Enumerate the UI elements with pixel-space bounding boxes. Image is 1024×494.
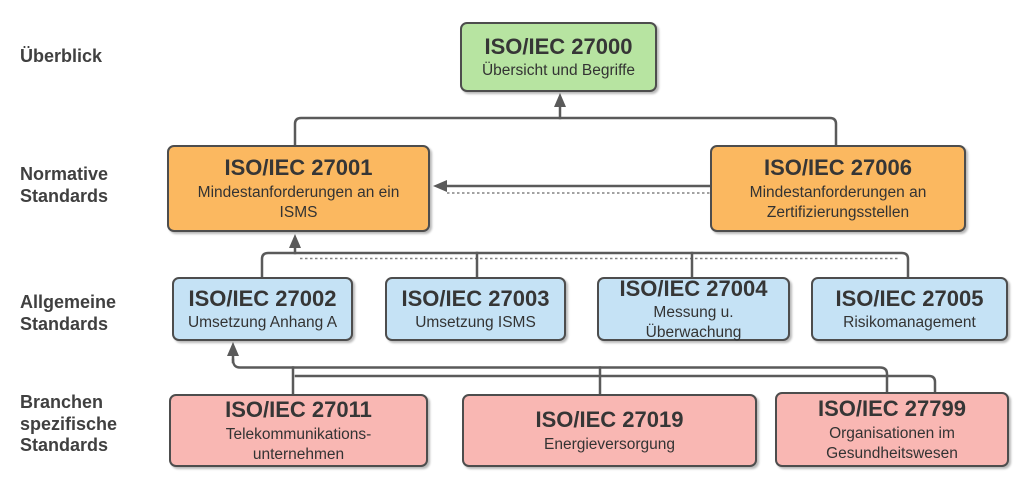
node-iso27003-subtitle: Umsetzung ISMS xyxy=(415,314,536,332)
node-iso27005: ISO/IEC 27005 Risikomanagement xyxy=(811,277,1008,341)
connector-sector-bus xyxy=(231,358,889,394)
node-iso27799-title: ISO/IEC 27799 xyxy=(818,396,966,422)
connector-general-bus xyxy=(260,251,910,279)
node-iso27000: ISO/IEC 27000 Übersicht und Begriffe xyxy=(460,22,657,92)
node-iso27004-subtitle: Messung u. Überwachung xyxy=(645,304,742,342)
arrow-up-into-27000-icon xyxy=(554,93,566,107)
node-iso27001-title: ISO/IEC 27001 xyxy=(224,155,373,181)
node-iso27005-subtitle: Risikomanagement xyxy=(843,314,976,332)
node-iso27011-subtitle: Telekommunikations- unternehmen xyxy=(225,425,372,463)
node-iso27799: ISO/IEC 27799 Organisationen im Gesundhe… xyxy=(775,392,1009,467)
node-iso27002-title: ISO/IEC 27002 xyxy=(188,285,337,311)
node-iso27003: ISO/IEC 27003 Umsetzung ISMS xyxy=(385,277,566,341)
node-iso27004-title: ISO/IEC 27004 xyxy=(619,275,768,301)
node-iso27019: ISO/IEC 27019 Energieversorgung xyxy=(462,394,757,467)
node-iso27011: ISO/IEC 27011 Telekommunikations- untern… xyxy=(169,394,428,467)
node-iso27002-subtitle: Umsetzung Anhang A xyxy=(187,314,338,332)
node-iso27000-subtitle: Übersicht und Begriffe xyxy=(481,62,636,80)
node-iso27019-subtitle: Energieversorgung xyxy=(544,435,675,453)
node-iso27001: ISO/IEC 27001 Mindestanforderungen an ei… xyxy=(167,145,430,232)
node-iso27006-subtitle: Mindestanforderungen an Zertifizierungss… xyxy=(749,183,927,221)
row-label-ueberblick: Überblick xyxy=(20,46,103,66)
node-iso27002: ISO/IEC 27002 Umsetzung Anhang A xyxy=(172,277,353,341)
node-iso27004: ISO/IEC 27004 Messung u. Überwachung xyxy=(597,275,790,342)
node-iso27006-title: ISO/IEC 27006 xyxy=(764,155,912,181)
node-iso27005-title: ISO/IEC 27005 xyxy=(835,285,984,311)
row-label-normative-standards: Normative Standards xyxy=(20,164,109,206)
node-iso27006: ISO/IEC 27006 Mindestanforderungen an Ze… xyxy=(710,145,966,232)
connector-sector-bus-echo xyxy=(294,374,937,394)
node-iso27001-subtitle: Mindestanforderungen an ein ISMS xyxy=(197,183,400,221)
arrow-up-into-27001-icon xyxy=(289,234,301,248)
arrow-left-into-27001-icon xyxy=(433,180,447,192)
node-iso27019-title: ISO/IEC 27019 xyxy=(535,407,684,433)
node-iso27799-subtitle: Organisationen im Gesundheitswesen xyxy=(826,424,958,462)
node-iso27003-title: ISO/IEC 27003 xyxy=(401,285,550,311)
connector-27001-27006-bus xyxy=(293,116,838,147)
row-label-allgemeine-standards: Allgemeine Standards xyxy=(20,292,117,334)
node-iso27011-title: ISO/IEC 27011 xyxy=(225,397,372,423)
node-iso27000-title: ISO/IEC 27000 xyxy=(484,33,633,59)
row-label-branchenspezifische-standards: Branchen spezifische Standards xyxy=(20,392,118,455)
arrow-up-into-27002-icon xyxy=(227,342,239,356)
